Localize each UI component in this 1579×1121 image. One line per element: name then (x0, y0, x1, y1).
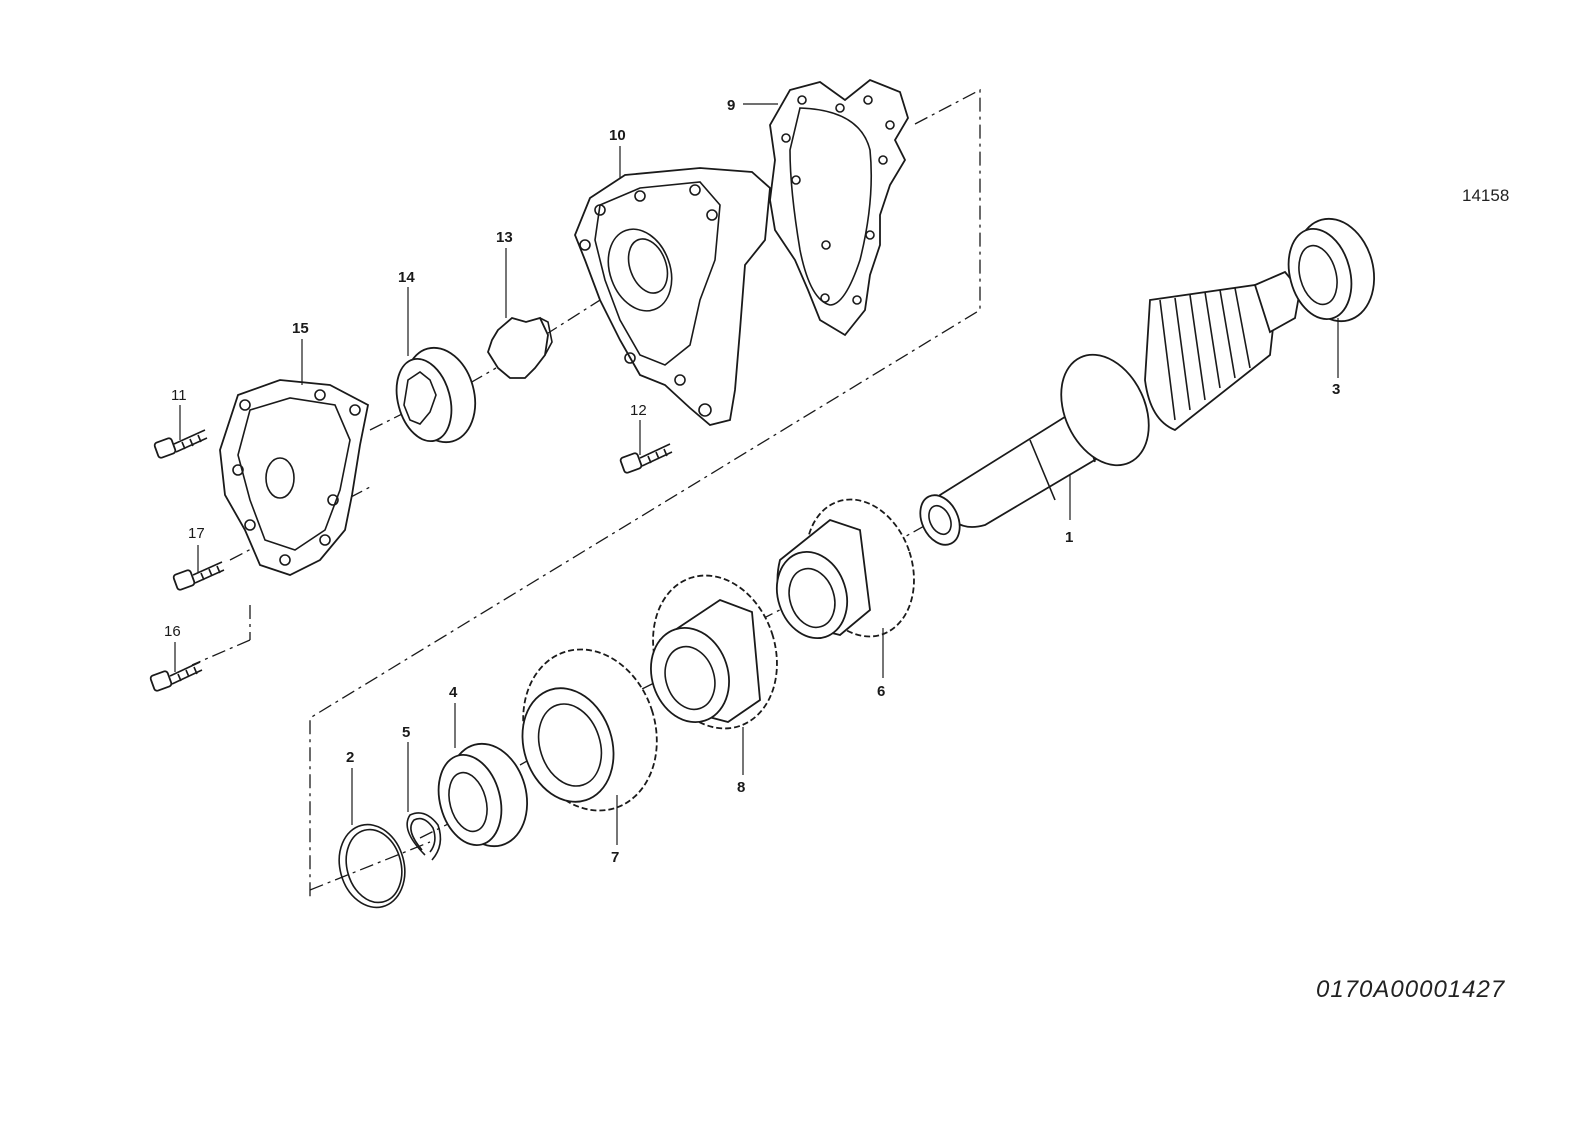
gasket (769, 78, 909, 337)
main-shaft (919, 270, 1301, 546)
bolt-17 (172, 561, 225, 591)
gear-8 (650, 574, 778, 730)
gear-6 (776, 498, 915, 640)
part-label-8: 8 (737, 779, 745, 796)
bearing-right (1287, 217, 1375, 323)
bolt-12 (619, 443, 673, 474)
retaining-ring (338, 823, 406, 909)
drawing-part-code: 0170A00001427 (1316, 976, 1506, 1003)
part-label-2: 2 (346, 749, 354, 766)
part-label-13: 13 (496, 229, 513, 246)
snap-ring (406, 812, 442, 861)
part-label-12: 12 (630, 402, 647, 419)
part-label-11: 11 (171, 387, 187, 404)
inner-rotor (487, 316, 553, 379)
pump-cover (219, 379, 370, 576)
part-label-3: 3 (1332, 381, 1340, 398)
drawing-reference-number: 14158 (1462, 186, 1510, 205)
part-labels: 1 2 3 4 5 6 7 8 9 10 11 12 13 14 15 16 1… (164, 97, 1340, 866)
bolt-16 (149, 661, 203, 692)
part-label-4: 4 (449, 684, 458, 701)
part-label-6: 6 (877, 683, 885, 700)
bolt-11 (153, 429, 208, 459)
part-label-7: 7 (611, 849, 619, 866)
part-label-14: 14 (398, 269, 415, 286)
gear-7 (521, 648, 658, 812)
part-label-15: 15 (292, 320, 309, 337)
part-label-1: 1 (1065, 529, 1073, 546)
part-label-17: 17 (188, 525, 205, 542)
pump-housing (574, 167, 771, 426)
part-label-9: 9 (727, 97, 735, 114)
part-label-16: 16 (164, 623, 181, 640)
part-label-10: 10 (609, 127, 626, 144)
outer-rotor (395, 346, 477, 444)
leader-lines (174, 103, 1339, 845)
bearing-left (437, 742, 528, 848)
part-label-5: 5 (402, 724, 410, 741)
